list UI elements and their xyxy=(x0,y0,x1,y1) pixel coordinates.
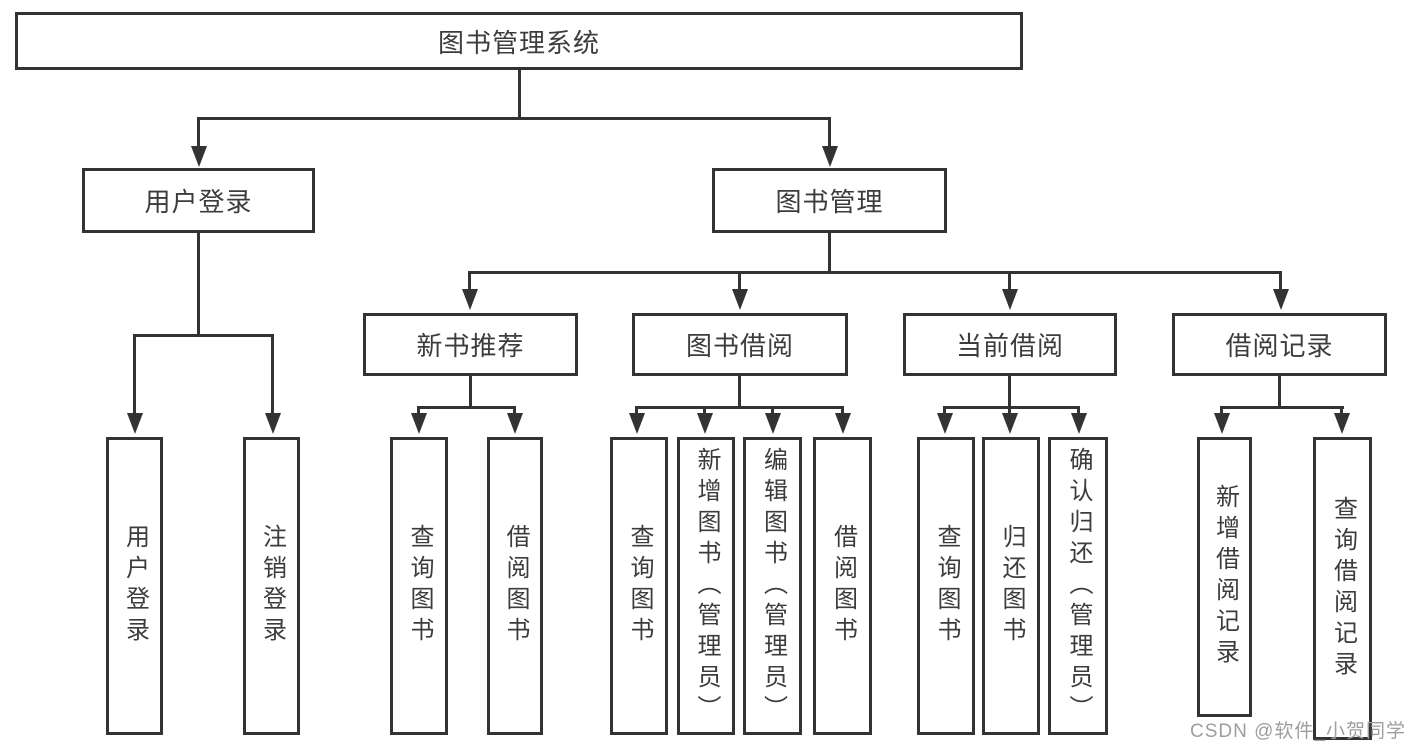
node-borrow-record: 借阅记录 xyxy=(1172,313,1387,376)
leaf-add-books-admin: 新增图书（管理员） xyxy=(677,437,735,735)
connector-line xyxy=(1077,406,1080,416)
leaf-query-borrow-record-label: 查询借阅记录 xyxy=(1329,495,1357,682)
leaf-logout-label: 注销登录 xyxy=(258,524,286,648)
leaf-borrow-books-borrow-label: 借阅图书 xyxy=(829,524,857,648)
leaf-add-borrow-record-label: 新增借阅记录 xyxy=(1211,484,1239,670)
leaf-borrow-books-borrow: 借阅图书 xyxy=(813,437,872,735)
connector-line xyxy=(1220,406,1344,409)
connector-line xyxy=(703,406,706,416)
node-book-borrow-label: 图书借阅 xyxy=(685,331,794,361)
connector-line xyxy=(1008,271,1011,289)
node-root-label: 图书管理系统 xyxy=(437,27,600,58)
connector-line xyxy=(1008,406,1011,416)
connector-line xyxy=(468,271,1282,274)
arrow-down-icon xyxy=(937,413,953,434)
connector-line xyxy=(518,70,521,118)
arrow-down-icon xyxy=(835,413,851,434)
leaf-confirm-return-admin: 确认归还（管理员） xyxy=(1048,437,1108,735)
leaf-query-books-current-label: 查询图书 xyxy=(933,524,960,648)
leaf-edit-books-admin-label: 编辑图书（管理员） xyxy=(759,446,787,726)
arrow-down-icon xyxy=(732,289,748,310)
node-user-login-label: 用户登录 xyxy=(144,187,253,217)
leaf-user-login: 用户登录 xyxy=(106,437,163,735)
connector-line xyxy=(738,376,741,409)
arrow-down-icon xyxy=(1214,413,1230,434)
connector-line xyxy=(469,376,472,409)
connector-line xyxy=(271,334,274,414)
leaf-query-books-current: 查询图书 xyxy=(917,437,975,735)
leaf-add-borrow-record: 新增借阅记录 xyxy=(1197,437,1252,717)
leaf-add-books-admin-label: 新增图书（管理员） xyxy=(693,446,720,726)
connector-line xyxy=(197,117,200,149)
leaf-logout: 注销登录 xyxy=(243,437,300,735)
connector-line xyxy=(828,233,831,273)
node-current-borrow: 当前借阅 xyxy=(903,313,1117,376)
leaf-query-borrow-record: 查询借阅记录 xyxy=(1313,437,1372,740)
arrow-down-icon xyxy=(462,289,478,310)
connector-line xyxy=(635,406,844,409)
connector-line xyxy=(771,406,774,416)
arrow-down-icon xyxy=(507,413,523,434)
node-user-login: 用户登录 xyxy=(82,168,315,233)
connector-line xyxy=(468,271,471,289)
arrow-down-icon xyxy=(822,146,838,167)
node-root: 图书管理系统 xyxy=(15,12,1023,70)
arrow-down-icon xyxy=(1002,289,1018,310)
connector-line xyxy=(841,406,844,416)
arrow-down-icon xyxy=(265,413,281,434)
connector-line xyxy=(738,271,741,289)
leaf-query-books-newrec-label: 查询图书 xyxy=(406,524,433,648)
leaf-return-books-label: 归还图书 xyxy=(998,524,1025,648)
leaf-return-books: 归还图书 xyxy=(982,437,1040,735)
leaf-borrow-books-newrec: 借阅图书 xyxy=(487,437,543,735)
connector-line xyxy=(197,117,831,120)
connector-line xyxy=(943,406,946,416)
connector-line xyxy=(1220,406,1223,416)
node-new-book-recommend-label: 新书推荐 xyxy=(416,331,525,361)
leaf-query-books-newrec: 查询图书 xyxy=(390,437,448,735)
node-book-borrow: 图书借阅 xyxy=(632,313,848,376)
arrow-down-icon xyxy=(191,146,207,167)
arrow-down-icon xyxy=(127,413,143,434)
arrow-down-icon xyxy=(1334,413,1350,434)
connector-line xyxy=(1008,376,1011,409)
leaf-query-books-borrow-label: 查询图书 xyxy=(626,524,653,648)
arrow-down-icon xyxy=(697,413,713,434)
connector-line xyxy=(513,406,516,416)
arrow-down-icon xyxy=(1273,289,1289,310)
connector-line xyxy=(635,406,638,416)
leaf-user-login-label: 用户登录 xyxy=(121,524,149,648)
connector-line xyxy=(828,117,831,149)
leaf-query-books-borrow: 查询图书 xyxy=(610,437,668,735)
arrow-down-icon xyxy=(629,413,645,434)
arrow-down-icon xyxy=(765,413,781,434)
arrow-down-icon xyxy=(411,413,427,434)
arrow-down-icon xyxy=(1071,413,1087,434)
connector-line xyxy=(417,406,516,409)
connector-line xyxy=(1279,271,1282,289)
arrow-down-icon xyxy=(1002,413,1018,434)
leaf-edit-books-admin: 编辑图书（管理员） xyxy=(743,437,802,735)
csdn-watermark: CSDN @软件_小贺同学 xyxy=(1190,721,1405,742)
node-current-borrow-label: 当前借阅 xyxy=(955,331,1064,361)
node-borrow-record-label: 借阅记录 xyxy=(1225,331,1334,361)
node-new-book-recommend: 新书推荐 xyxy=(363,313,578,376)
node-book-management: 图书管理 xyxy=(712,168,947,233)
node-book-management-label: 图书管理 xyxy=(775,187,884,217)
leaf-confirm-return-admin-label: 确认归还（管理员） xyxy=(1065,446,1092,726)
connector-line xyxy=(197,233,200,337)
connector-line xyxy=(417,406,420,416)
connector-line xyxy=(1278,376,1281,409)
leaf-borrow-books-newrec-label: 借阅图书 xyxy=(502,524,529,648)
connector-line xyxy=(133,334,136,414)
connector-line xyxy=(943,406,1080,409)
connector-line xyxy=(1340,406,1343,416)
connector-line xyxy=(133,334,274,337)
